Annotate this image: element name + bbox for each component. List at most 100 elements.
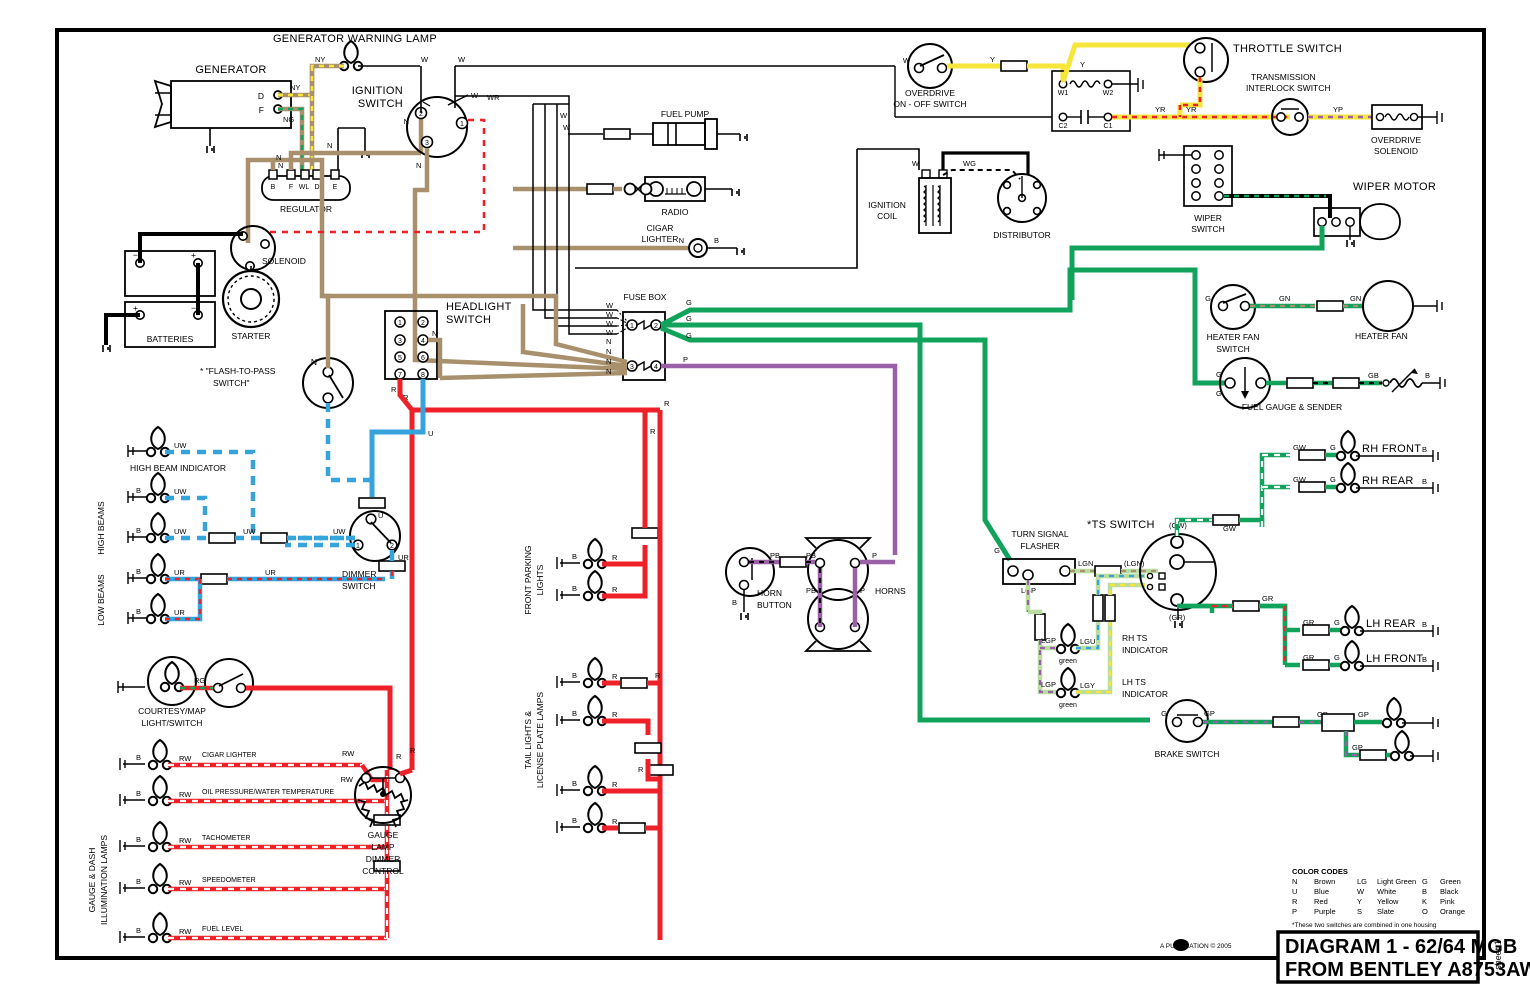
lh-ts-indicator-label-1: LH TS — [1122, 677, 1146, 687]
wire-label-p-horn2: P — [860, 586, 865, 595]
ts-switch-label: *TS SWITCH — [1087, 519, 1155, 531]
transmission-interlock-switch-component[interactable] — [1271, 98, 1309, 136]
throttle-switch-body[interactable] — [1183, 37, 1229, 83]
wire-label-u-hl: U — [428, 429, 433, 438]
wire-label-n-ftp: N — [311, 357, 317, 367]
distributor-component: DISTRIBUTOR — [993, 173, 1051, 240]
wiper-switch-component[interactable]: WIPER SWITCH — [1158, 145, 1233, 234]
headlight-switch-component[interactable]: 1 2 3 4 5 6 7 8 HEADLIGHT SWITCH N R R — [384, 301, 512, 402]
cigar-lighter-socket — [688, 238, 708, 258]
battery-plus-1: + — [191, 250, 196, 260]
rh-front-label: RH FRONT — [1362, 443, 1421, 455]
ignition-switch-component[interactable]: 2 1 3 IGNITION SWITCH N W WR N — [352, 85, 500, 170]
tail-fuse-1 — [620, 677, 648, 689]
horns-label: HORNS — [875, 586, 906, 596]
rh-rear-lamp-group: GW G RH REAR B — [1293, 462, 1439, 494]
wire-label-r-hls2: R — [403, 393, 409, 402]
brake-switch-component[interactable]: G GP BRAKE SWITCH GP GP GP — [1155, 697, 1439, 762]
wire-label-ur-lb2: UR — [265, 568, 276, 577]
wire-label-w-fuelpump2: W — [560, 111, 568, 120]
fuse-terminal-1-label: 1 — [630, 323, 634, 330]
wire-label-lgu-rh: LGU — [1080, 637, 1095, 646]
distributor-label: DISTRIBUTOR — [993, 230, 1050, 240]
overdrive-switch-label-1: OVERDRIVE — [905, 88, 955, 98]
overdrive-solenoid-label-1: OVERDRIVE — [1371, 135, 1421, 145]
solenoid-label: SOLENOID — [262, 256, 306, 266]
gauge-lamp-dimmer-control-component[interactable]: GAUGE LAMP DIMMER CONTROL R R — [354, 746, 416, 876]
cigar-lighter-ground-icon — [736, 247, 745, 256]
horn-button-body[interactable] — [725, 547, 775, 597]
rh-ts-indicator-component: green LGU RH TS INDICATOR — [1055, 573, 1168, 665]
overdrive-switch-component[interactable]: W OVERDRIVE ON - OFF SWITCH — [893, 43, 967, 109]
wire-label-rw-d5: RW — [179, 927, 192, 936]
fuel-pump-label: FUEL PUMP — [661, 109, 710, 119]
dash-lamp-label-cigar: CIGAR LIGHTER — [202, 752, 256, 759]
dash-lamp-row-oil: B RW OIL PRESSURE/WATER TEMPERATURE — [119, 775, 387, 807]
regulator-terminal-e: E — [333, 184, 338, 191]
gauge-dash-label-2: ILLUMINATION LAMPS — [99, 835, 109, 925]
starter-component: STARTER — [221, 266, 281, 341]
wire-label-b-tl2: B — [572, 709, 577, 718]
wire-label-r-tl3: R — [612, 780, 618, 789]
hls-t1: 1 — [398, 320, 402, 327]
headlight-switch-body[interactable] — [384, 310, 438, 380]
wire-label-b-tl4: B — [572, 816, 577, 825]
throttle-switch-component[interactable]: THROTTLE SWITCH — [1183, 37, 1342, 83]
wire-label-n-f4: N — [606, 367, 611, 376]
dash-bulb-cigar-icon — [147, 739, 173, 771]
courtesy-map-light-component[interactable]: RG COURTESY/MAP LIGHT/SWITCH — [117, 656, 393, 770]
wiper-switch-label-1: WIPER — [1194, 213, 1222, 223]
wire-label-b-tl3: B — [572, 779, 577, 788]
fuel-pump-ground-icon — [739, 133, 748, 142]
hls-t8: 8 — [421, 372, 425, 379]
legend-code-3: P — [1292, 907, 1297, 916]
wire-label-b-rhf: B — [1422, 445, 1427, 454]
dash-lamp-row-speedo: B RW SPEEDOMETER — [119, 863, 387, 895]
legend-name-5: White — [1377, 887, 1396, 896]
wire-label-b-tl1: B — [572, 671, 577, 680]
ignition-terminal-2-label: 2 — [419, 111, 423, 118]
overdrive-solenoid-component: OVERDRIVE SOLENOID — [1371, 104, 1443, 156]
dimmer-fuse-ur — [378, 560, 406, 572]
ignition-switch-body[interactable] — [406, 96, 468, 158]
legend-code-1: U — [1292, 887, 1297, 896]
wire-n-ignition-switch — [412, 148, 430, 302]
wire-label-p-fuse: P — [683, 355, 688, 364]
wire-label-b-cigar: B — [714, 236, 719, 245]
wire-label-g-rhr: G — [1330, 475, 1336, 484]
brake-switch-label: BRAKE SWITCH — [1155, 749, 1220, 759]
ignition-switch-label-1: IGNITION — [352, 85, 403, 97]
dimmer-switch-component[interactable]: 1 2 DIMMER SWITCH U UR — [285, 497, 409, 591]
gauge-dimmer-body[interactable] — [354, 766, 412, 824]
wire-label-r-hls: R — [391, 385, 397, 394]
ts-flasher-label-2: FLASHER — [1020, 541, 1059, 551]
cigar-lighter-component: CIGAR LIGHTER N B — [513, 223, 745, 258]
ignition-terminal-3 — [420, 135, 434, 149]
wiper-switch-body[interactable] — [1183, 145, 1233, 207]
dash-lamp-row-tach: B RW TACHOMETER — [119, 821, 387, 853]
horns-component: PB P HORNS PB PB P — [749, 537, 906, 652]
wire-label-gr-lhr: GR — [1303, 618, 1315, 627]
horn-2-body — [807, 588, 869, 650]
ignition-coil-body — [918, 177, 952, 234]
flash-to-pass-switch-component[interactable]: N * "FLASH-TO-PASS SWITCH" — [200, 293, 372, 483]
rh-rear-bulb-icon — [1335, 462, 1361, 494]
courtesy-light-body — [147, 656, 197, 706]
dash-lamp-label-oil: OIL PRESSURE/WATER TEMPERATURE — [202, 789, 334, 796]
dash-lamp-label-speedo: SPEEDOMETER — [202, 877, 256, 884]
ts-switch-ground-icon — [1174, 620, 1183, 629]
rh-rear-label: RH REAR — [1362, 475, 1414, 487]
batteries-label: BATTERIES — [147, 334, 194, 344]
title-block-border — [1276, 930, 1480, 984]
brake-fuse-2 — [1359, 749, 1387, 761]
wire-label-g-fg2: G — [1216, 389, 1222, 398]
wire-label-w-fuelpump: W — [563, 123, 571, 132]
legend-name-4: Light Green — [1377, 877, 1416, 886]
wires-g-heater-branch — [1067, 267, 1228, 386]
flash-to-pass-label-1: * "FLASH-TO-PASS — [200, 366, 276, 376]
heater-fan-switch-component[interactable]: G HEATER FAN SWITCH GN GN — [1205, 284, 1363, 354]
courtesy-switch-body[interactable] — [204, 658, 254, 708]
radio-component: RADIO — [513, 176, 740, 217]
low-beams-group: LOW BEAMS B UR UR B UR — [96, 553, 385, 626]
